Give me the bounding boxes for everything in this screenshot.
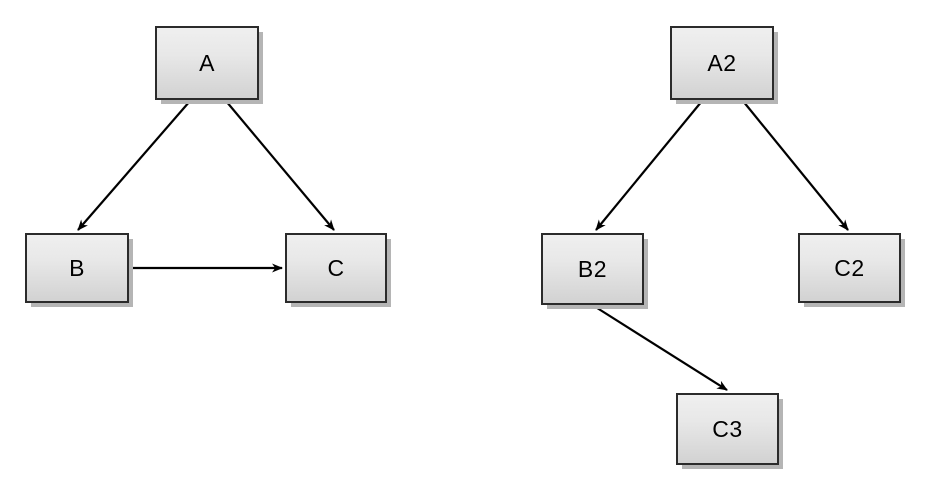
node-label-b2: B2 xyxy=(577,255,608,282)
node-label-a2: A2 xyxy=(707,49,737,76)
edge-group xyxy=(77,100,849,391)
node-label-a: A xyxy=(199,49,215,76)
edge-a-to-c xyxy=(225,100,335,231)
node-label-c3: C3 xyxy=(712,415,743,442)
node-c[interactable]: C xyxy=(285,233,387,303)
edge-b2-to-c3 xyxy=(593,305,728,391)
node-label-c2: C2 xyxy=(834,254,865,281)
node-c3[interactable]: C3 xyxy=(676,393,779,465)
node-label-b: B xyxy=(69,254,85,281)
edge-a2-to-c2 xyxy=(742,100,849,231)
node-a[interactable]: A xyxy=(155,26,259,100)
edge-a-to-b xyxy=(77,100,191,231)
edge-a2-to-b2 xyxy=(595,100,703,231)
node-a2[interactable]: A2 xyxy=(670,26,774,100)
node-c2[interactable]: C2 xyxy=(798,233,901,303)
node-b2[interactable]: B2 xyxy=(541,233,644,305)
node-b[interactable]: B xyxy=(25,233,129,303)
node-label-c: C xyxy=(327,254,345,281)
